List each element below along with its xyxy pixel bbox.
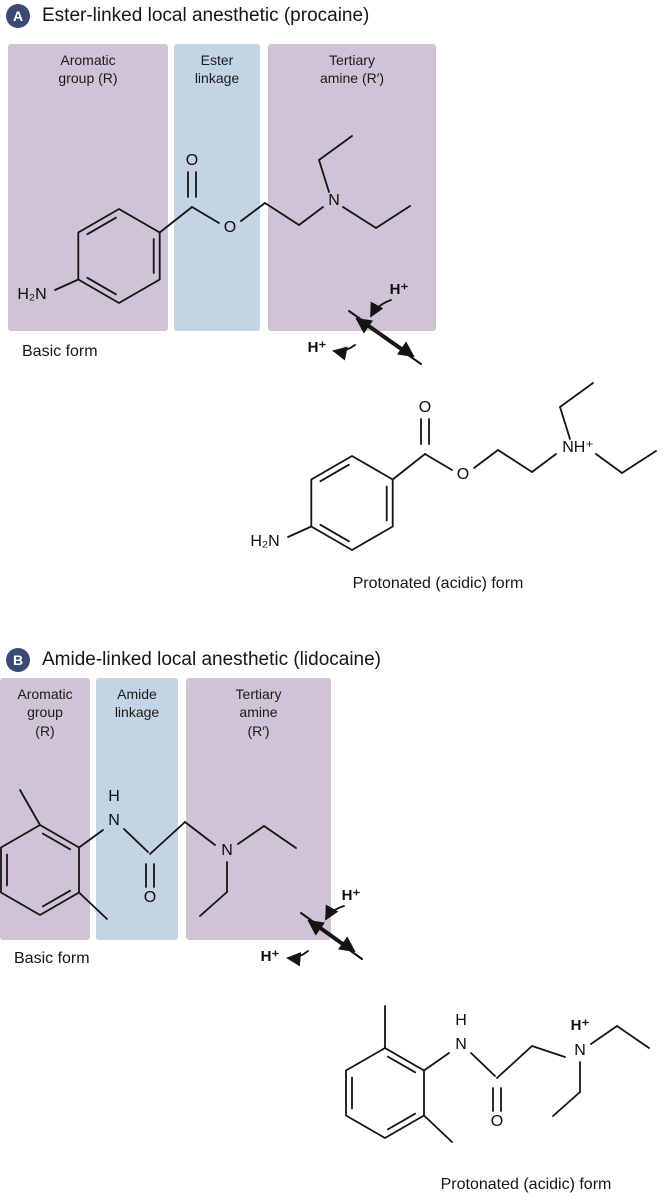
procaine-protonated-structure: H₂N O O NH⁺ [250,382,657,552]
panel-a-title: Ester-linked local anesthetic (procaine) [42,5,370,26]
region-aromatic-group-a: Aromatic group (R) [8,44,168,331]
region-label-aromatic-a: Aromatic group (R) [8,44,168,88]
region-label-line: Aromatic [17,686,73,702]
amide-n-label: N [455,1036,467,1053]
benzene-ring [345,1046,425,1140]
region-label-line: Tertiary [329,52,375,68]
region-label-line: group [27,704,63,721]
h-plus-label: H⁺ [261,948,280,965]
panel-b-badge: B [6,648,30,672]
protonated-form-label-a: Protonated (acidic) form [352,575,524,592]
region-label-amide-b: Amide linkage [96,678,178,722]
h-plus-label: H⁺ [308,339,327,356]
region-label-line: (R′) [247,722,270,739]
region-tertiary-amine-a: Tertiary amine (R′) [268,44,436,331]
region-label-amine-a: Tertiary amine (R′) [268,44,436,88]
panel-a-badge: A [6,4,30,28]
region-label-line: (R) [35,722,55,739]
region-amide-linkage-b: Amide linkage [96,678,178,940]
ester-o-label: O [457,466,469,483]
benzene-ring [310,454,394,552]
carbonyl-o-label: O [491,1113,503,1130]
h-plus-label: H⁺ [342,887,361,904]
region-label-line: group (R) [58,70,118,87]
region-aromatic-group-b: Aromatic group (R) [0,678,90,940]
region-label-line: amine [239,704,278,721]
region-tertiary-amine-b: Tertiary amine (R′) [186,678,331,940]
region-label-line: Aromatic [60,52,116,68]
h-plus-label: H⁺ [571,1017,590,1034]
region-label-line: amine (R′) [319,70,385,87]
amide-h-label: H [455,1012,467,1029]
protonated-form-label-b: Protonated (acidic) form [440,1176,612,1193]
h2n-label: H₂N [250,533,279,550]
protonated-amine-label: NH⁺ [562,439,594,456]
region-label-line: Ester [200,52,234,68]
bonds [287,382,657,543]
region-label-ester-a: Ester linkage [174,44,260,88]
lidocaine-protonated-structure: H N O H⁺ N [345,1005,650,1143]
region-label-line: linkage [194,70,240,87]
region-label-line: linkage [114,704,160,721]
carbonyl-o-label: O [419,399,431,416]
basic-form-label-b: Basic form [14,950,90,967]
bonds [351,1005,650,1143]
region-label-aromatic-b: Aromatic group (R) [0,678,90,740]
basic-form-label-a: Basic form [22,343,98,360]
region-label-line: Amide [117,686,157,702]
region-label-amine-b: Tertiary amine (R′) [186,678,331,740]
region-ester-linkage-a: Ester linkage [174,44,260,331]
region-label-line: Tertiary [235,686,282,702]
amine-n-label: N [574,1042,586,1059]
panel-b-title: Amide-linked local anesthetic (lidocaine… [42,649,382,670]
